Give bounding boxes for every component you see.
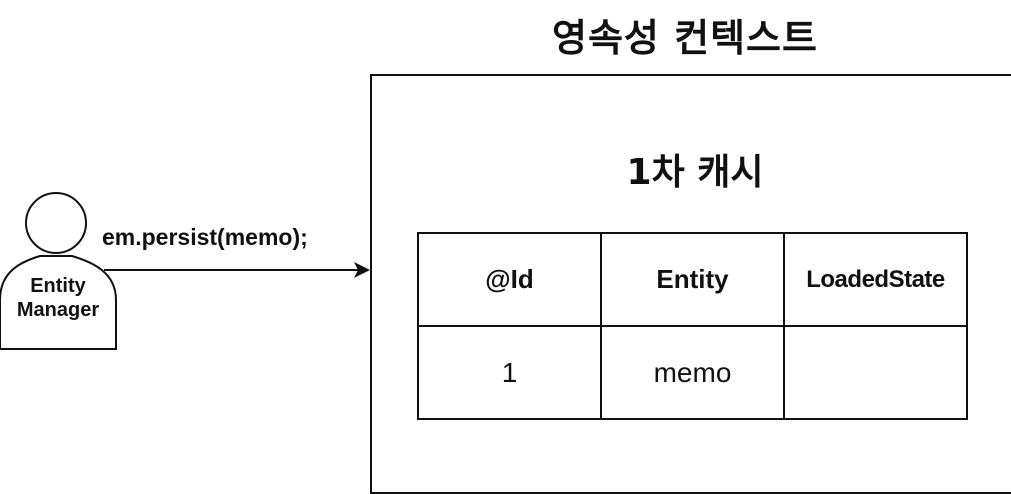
- entity-manager-label-line1: Entity: [30, 275, 86, 297]
- cell-loaded-state: [783, 325, 968, 420]
- cache-table-row: 1 memo: [417, 325, 968, 420]
- persistence-context-title: 영속성 컨텍스트: [552, 16, 818, 60]
- persist-arrow: [104, 262, 370, 278]
- first-level-cache-title: 1차 캐시: [626, 152, 764, 193]
- cell-id: 1: [417, 325, 602, 420]
- first-level-cache-table: @Id Entity LoadedState 1 memo: [417, 232, 968, 420]
- actor-and-arrow-graphic: [0, 192, 370, 350]
- entity-manager-actor-icon: [0, 192, 117, 350]
- column-header-loaded-state: LoadedState: [783, 232, 968, 327]
- column-header-id: @Id: [417, 232, 602, 327]
- cache-table-header-row: @Id Entity LoadedState: [417, 232, 968, 327]
- entity-manager-label: Entity Manager: [0, 274, 116, 322]
- persist-call-label: em.persist(memo);: [102, 224, 308, 250]
- column-header-entity: Entity: [600, 232, 785, 327]
- entity-manager-label-line2: Manager: [16, 299, 100, 321]
- cell-entity: memo: [600, 325, 785, 420]
